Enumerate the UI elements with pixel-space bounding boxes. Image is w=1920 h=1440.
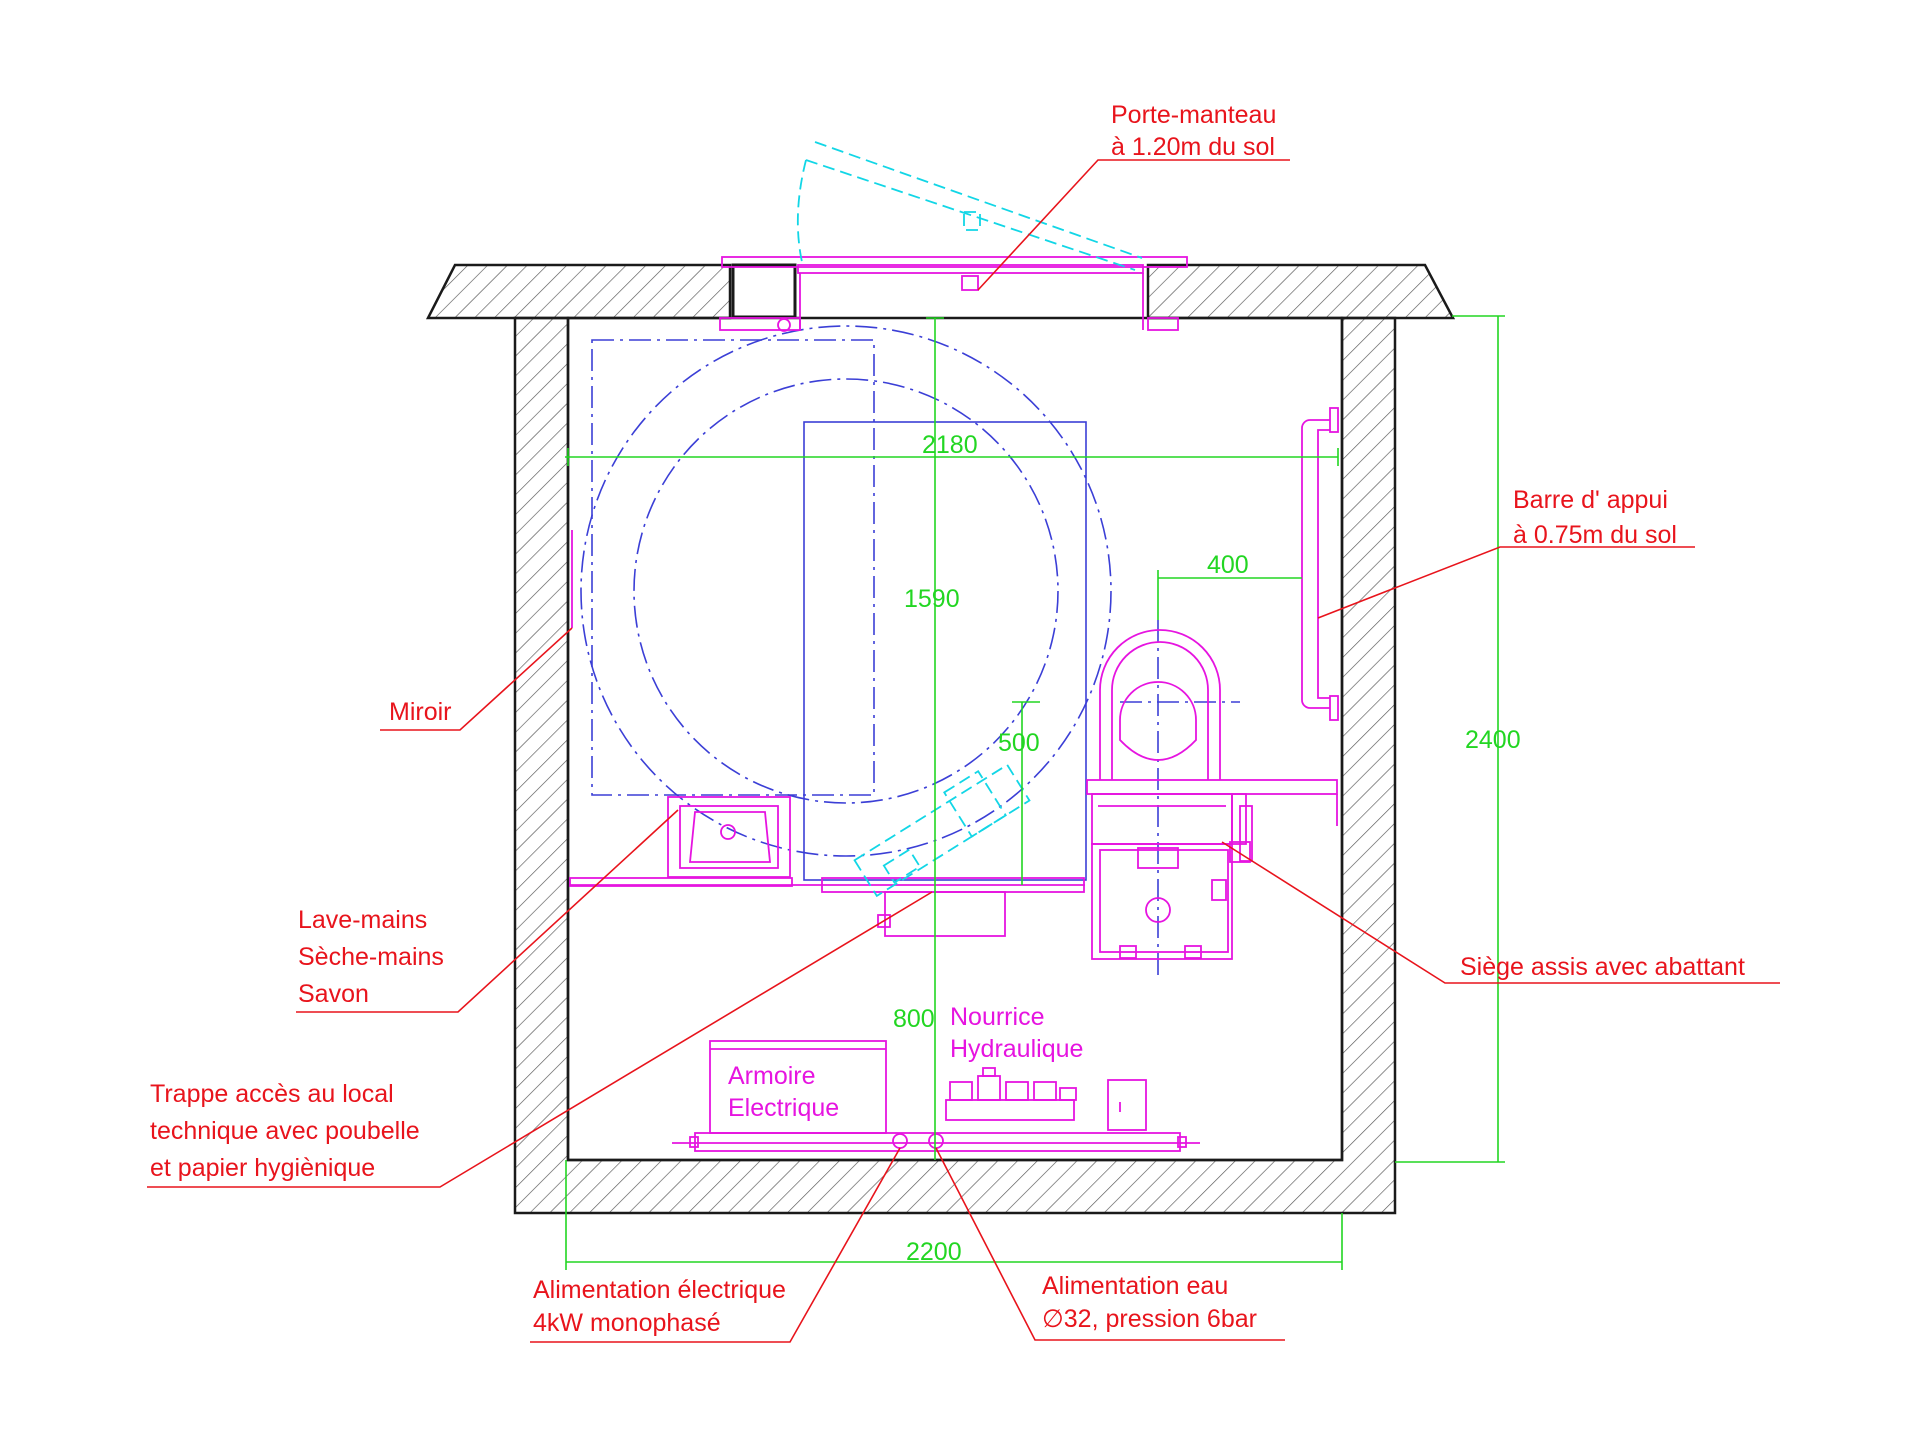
equipment-labels: Nourrice Hydraulique Armoire Electrique xyxy=(728,1003,1083,1122)
nourrice-label-2: Hydraulique xyxy=(950,1035,1083,1063)
electric-supply-point xyxy=(892,1133,908,1149)
label-porte-manteau-2: à 1.20m du sol xyxy=(1111,133,1275,161)
label-siege: Siège assis avec abattant xyxy=(1460,953,1745,981)
entrance-door xyxy=(719,141,1188,332)
clearance-zones xyxy=(580,325,1240,980)
grab-bar xyxy=(1301,407,1339,721)
hand-basin xyxy=(569,796,793,887)
access-hatch xyxy=(570,763,1085,937)
armoire-label-1: Armoire xyxy=(728,1062,816,1090)
label-barre-appui-2: à 0.75m du sol xyxy=(1513,521,1677,549)
label-porte-manteau-1: Porte-manteau xyxy=(1111,101,1276,129)
dimension-lines: 2180 1590 400 500 800 2400 2200 xyxy=(565,315,1521,1270)
label-lave-mains-2: Sèche-mains xyxy=(298,943,444,971)
nourrice-label-1: Nourrice xyxy=(950,1003,1044,1031)
dim-2400: 2400 xyxy=(1465,726,1521,754)
dim-2180: 2180 xyxy=(922,431,978,459)
label-lave-mains-1: Lave-mains xyxy=(298,906,427,934)
dim-400: 400 xyxy=(1207,551,1249,579)
label-trappe-1: Trappe accès au local xyxy=(150,1080,394,1108)
dim-1590: 1590 xyxy=(904,585,960,613)
label-lave-mains-3: Savon xyxy=(298,980,369,1008)
dim-2200: 2200 xyxy=(906,1238,962,1266)
label-trappe-3: et papier hygiènique xyxy=(150,1154,375,1182)
label-miroir: Miroir xyxy=(389,698,452,726)
label-barre-appui-1: Barre d' appui xyxy=(1513,486,1668,514)
annotation-labels: Porte-manteau à 1.20m du sol Barre d' ap… xyxy=(150,101,1745,1337)
dim-800: 800 xyxy=(893,1005,935,1033)
label-alim-elec-1: Alimentation électrique xyxy=(533,1276,786,1304)
armoire-label-2: Electrique xyxy=(728,1094,839,1122)
walls xyxy=(425,263,1456,1215)
hydraulic-manifold xyxy=(945,1067,1077,1121)
water-supply-point xyxy=(928,1133,944,1149)
label-alim-elec-2: 4kW monophasé xyxy=(533,1309,721,1337)
label-alim-eau-1: Alimentation eau xyxy=(1042,1272,1228,1300)
leader-lines xyxy=(147,159,1780,1343)
label-trappe-2: technique avec poubelle xyxy=(150,1117,420,1145)
label-alim-eau-2: ∅32, pression 6bar xyxy=(1042,1305,1257,1333)
door-swing xyxy=(796,141,1143,271)
dim-500: 500 xyxy=(998,729,1040,757)
toilet-seat xyxy=(1086,629,1338,960)
